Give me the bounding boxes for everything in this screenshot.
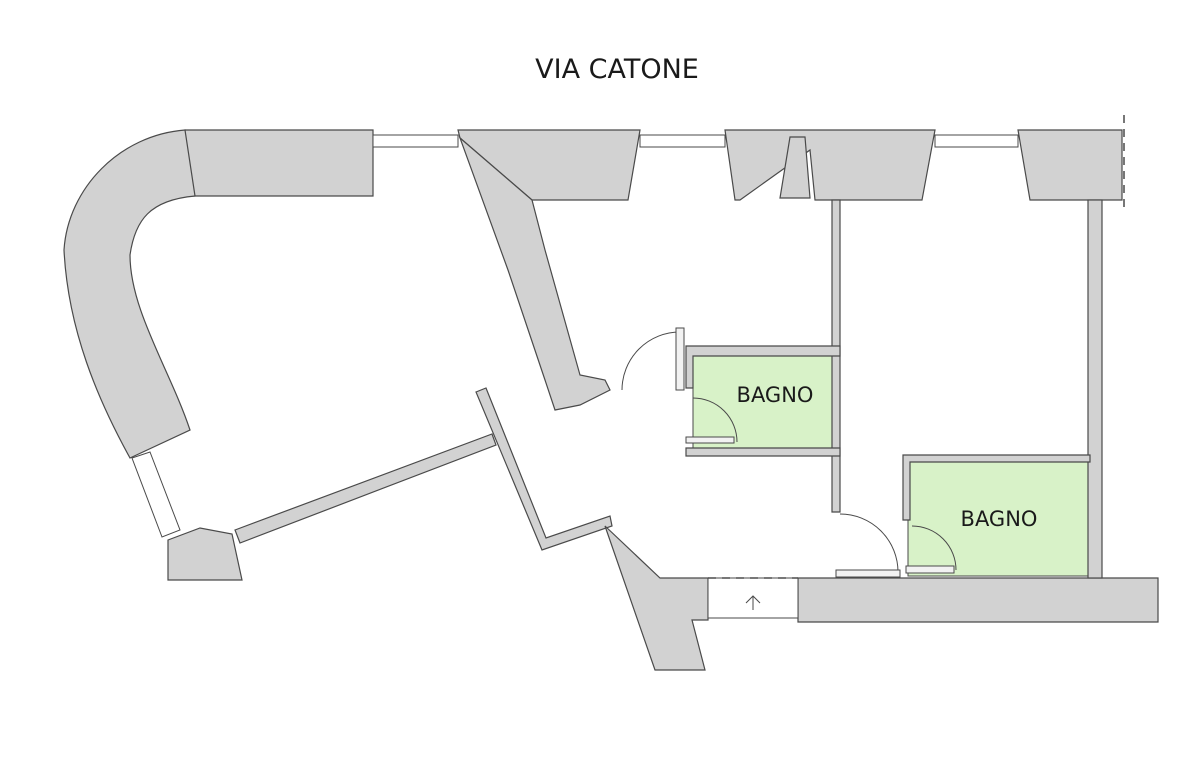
door-leaf — [675, 327, 685, 391]
right-wall — [1087, 199, 1103, 579]
window — [372, 134, 459, 148]
facade-wall-right — [1017, 129, 1123, 201]
room-label: BAGNO — [961, 507, 1038, 531]
door-leaf — [685, 436, 735, 444]
window — [639, 134, 726, 148]
door-swing — [692, 397, 738, 443]
partition-wall-diagonal — [234, 433, 497, 544]
door-swing — [621, 331, 681, 391]
window — [131, 451, 181, 538]
arrow-up-icon — [745, 595, 761, 610]
room-label: BAGNO — [737, 383, 814, 407]
door-leaf — [905, 565, 955, 574]
curved-corner-wall — [63, 129, 196, 459]
facade-pier — [724, 129, 936, 201]
lower-wall — [604, 525, 709, 671]
bathroom-2-floor — [907, 461, 1091, 577]
partition-wall-thin — [475, 387, 613, 551]
bathroom-2-wall — [902, 454, 1091, 521]
bathroom-1-floor — [692, 355, 834, 449]
facade-wall-segment — [457, 129, 641, 201]
chimney-flue — [779, 136, 811, 199]
door-swing — [911, 525, 957, 571]
street-label: VIA CATONE — [535, 54, 699, 85]
door-swing — [839, 513, 899, 573]
bottom-wall — [797, 577, 1159, 623]
bathroom-1-wall — [685, 447, 841, 457]
window — [934, 134, 1019, 148]
diagonal-bearing-wall — [458, 136, 611, 411]
bathroom-1-wall — [685, 345, 841, 389]
corner-pier — [167, 527, 243, 581]
door-leaf — [835, 569, 901, 578]
